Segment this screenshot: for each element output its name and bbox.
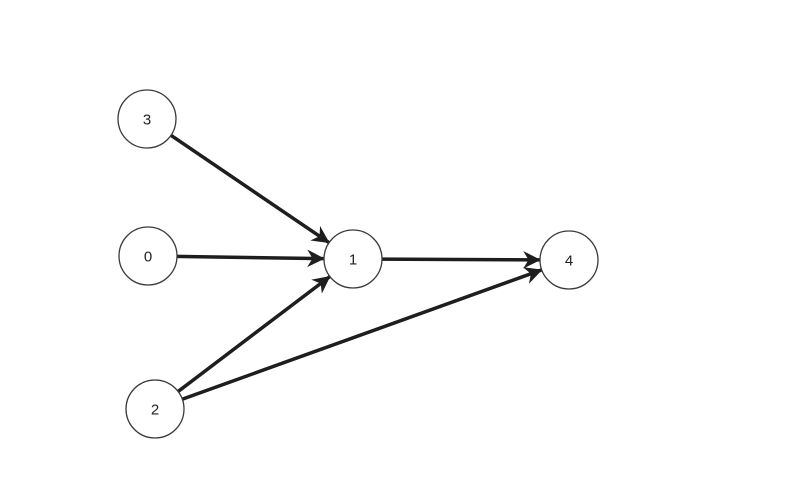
edge-0-to-1 — [173, 249, 325, 268]
edge-3-to-1 — [167, 132, 330, 244]
node-1: 1 — [323, 229, 383, 289]
node-2: 2 — [125, 379, 185, 439]
node-4-circle — [539, 230, 599, 290]
edge-group — [167, 132, 543, 402]
node-2-label: 2 — [151, 402, 159, 419]
edge-2-to-4 — [178, 267, 543, 402]
node-2-circle — [125, 379, 185, 439]
node-1-circle — [323, 229, 383, 289]
node-3: 3 — [117, 89, 177, 149]
node-3-label: 3 — [143, 112, 151, 129]
node-1-label: 1 — [349, 252, 357, 269]
node-group: 3 0 1 2 4 — [117, 89, 599, 439]
node-0-label: 0 — [144, 249, 152, 266]
edge-2-to-1 — [174, 275, 331, 395]
node-4: 4 — [539, 230, 599, 290]
node-3-circle — [117, 89, 177, 149]
node-4-label: 4 — [565, 253, 573, 270]
node-0-circle — [118, 226, 178, 286]
node-0: 0 — [118, 226, 178, 286]
edge-1-to-4 — [378, 251, 541, 269]
